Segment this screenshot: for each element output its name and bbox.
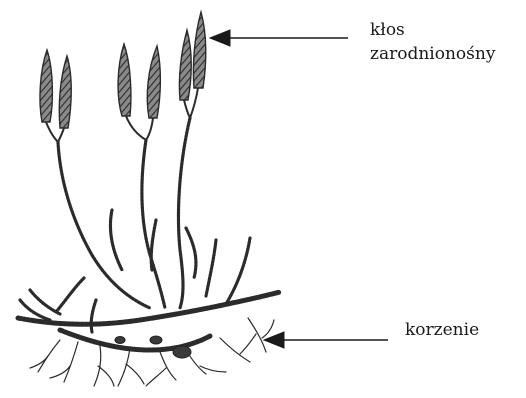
strobilus-2a [118,44,131,116]
strobilus-2b [147,46,160,118]
strobilus-3b [193,12,205,88]
side-branch-5 [226,238,250,304]
strobilus-1a [40,50,52,122]
strobilus-label: kłos zarodnionośny [370,18,495,66]
side-branch-6 [56,278,84,312]
side-branch-9 [91,300,96,332]
stem-right [178,118,190,308]
strobili [40,12,206,128]
strobilus-arrow-head [210,30,230,46]
side-branch-3 [186,228,196,278]
creeping-stem [18,292,280,350]
root-label: korzenie [405,318,479,342]
stem-middle [142,140,165,308]
side-branch-4 [206,240,216,296]
strobilus-1b [59,56,71,128]
strobilus-label-line2: zarodnionośny [370,42,495,66]
strobilus-3a [179,30,191,100]
stem-left [58,142,150,308]
upright-stems [20,118,250,332]
side-branch-7 [30,290,60,314]
side-branch-1 [110,210,122,270]
strobilus-label-line1: kłos [370,18,495,42]
